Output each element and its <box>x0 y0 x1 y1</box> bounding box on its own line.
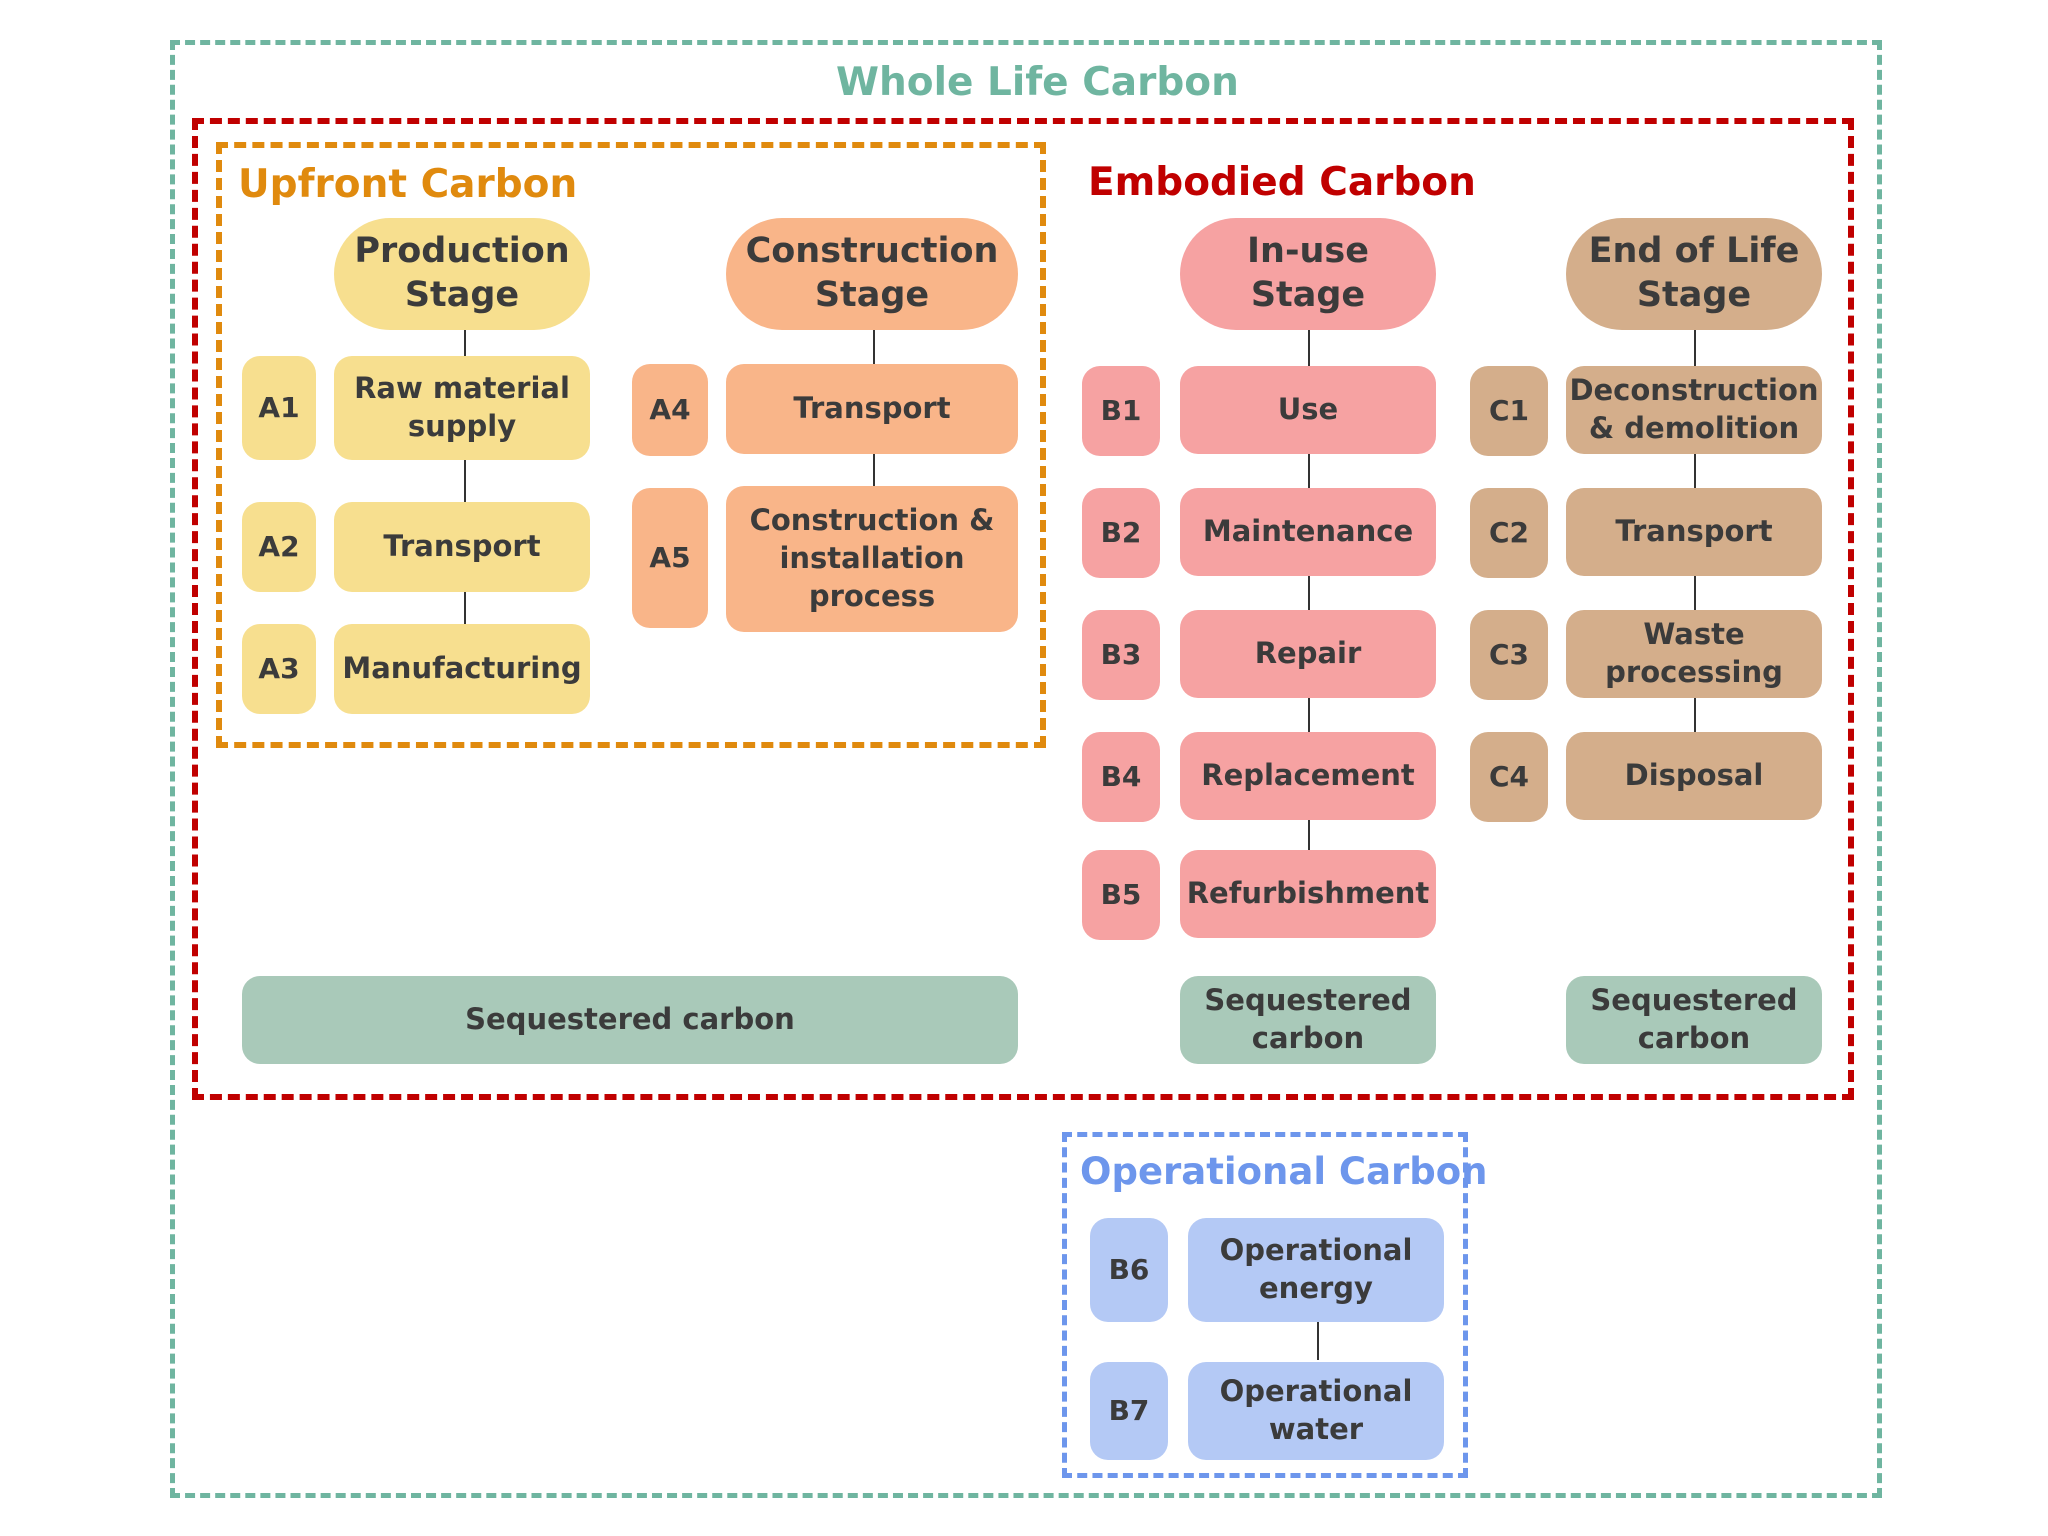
waste-processing-box: Waste processing <box>1566 610 1822 698</box>
code-c4: C4 <box>1470 732 1548 822</box>
connector-line <box>1308 330 1310 850</box>
in-use-stage: In-use Stage <box>1180 218 1436 330</box>
code-a5: A5 <box>632 488 708 628</box>
code-b7: B7 <box>1090 1362 1168 1460</box>
connector-line <box>464 330 466 630</box>
production-stage: Production Stage <box>334 218 590 330</box>
whole-life-carbon-frame <box>170 40 1882 1498</box>
transport-a2-box: Transport <box>334 502 590 592</box>
embodied-carbon-frame <box>192 118 1854 1100</box>
code-c3: C3 <box>1470 610 1548 700</box>
end-of-life-stage: End of Life Stage <box>1566 218 1822 330</box>
code-c2: C2 <box>1470 488 1548 578</box>
whole-life-carbon-title: Whole Life Carbon <box>836 60 1239 105</box>
repair-box: Repair <box>1180 610 1436 698</box>
code-c1: C1 <box>1470 366 1548 456</box>
code-a4: A4 <box>632 364 708 456</box>
raw-material-supply-box: Raw material supply <box>334 356 590 460</box>
code-b6: B6 <box>1090 1218 1168 1322</box>
embodied-carbon-title: Embodied Carbon <box>1088 160 1476 205</box>
code-b2: B2 <box>1082 488 1160 578</box>
connector-line <box>1317 1320 1319 1360</box>
transport-c2-box: Transport <box>1566 488 1822 576</box>
code-b1: B1 <box>1082 366 1160 456</box>
code-a3: A3 <box>242 624 316 714</box>
disposal-box: Disposal <box>1566 732 1822 820</box>
use-box: Use <box>1180 366 1436 454</box>
upfront-carbon-frame <box>216 142 1046 748</box>
operational-carbon-frame <box>1062 1132 1468 1478</box>
code-b3: B3 <box>1082 610 1160 700</box>
construction-installation-box: Construction & installation process <box>726 486 1018 632</box>
code-b4: B4 <box>1082 732 1160 822</box>
construction-stage: Construction Stage <box>726 218 1018 330</box>
maintenance-box: Maintenance <box>1180 488 1436 576</box>
operational-energy-box: Operational energy <box>1188 1218 1444 1322</box>
sequestered-carbon-upfront: Sequestered carbon <box>242 976 1018 1064</box>
code-b5: B5 <box>1082 850 1160 940</box>
replacement-box: Replacement <box>1180 732 1436 820</box>
code-a1: A1 <box>242 356 316 460</box>
transport-a4-box: Transport <box>726 364 1018 454</box>
manufacturing-box: Manufacturing <box>334 624 590 714</box>
operational-carbon-title: Operational Carbon <box>1080 1150 1488 1193</box>
sequestered-carbon-end-of-life: Sequestered carbon <box>1566 976 1822 1064</box>
operational-water-box: Operational water <box>1188 1362 1444 1460</box>
code-a2: A2 <box>242 502 316 592</box>
upfront-carbon-title: Upfront Carbon <box>238 162 578 207</box>
sequestered-carbon-in-use: Sequestered carbon <box>1180 976 1436 1064</box>
deconstruction-demolition-box: Deconstruction & demolition <box>1566 366 1822 454</box>
refurbishment-box: Refurbishment <box>1180 850 1436 938</box>
